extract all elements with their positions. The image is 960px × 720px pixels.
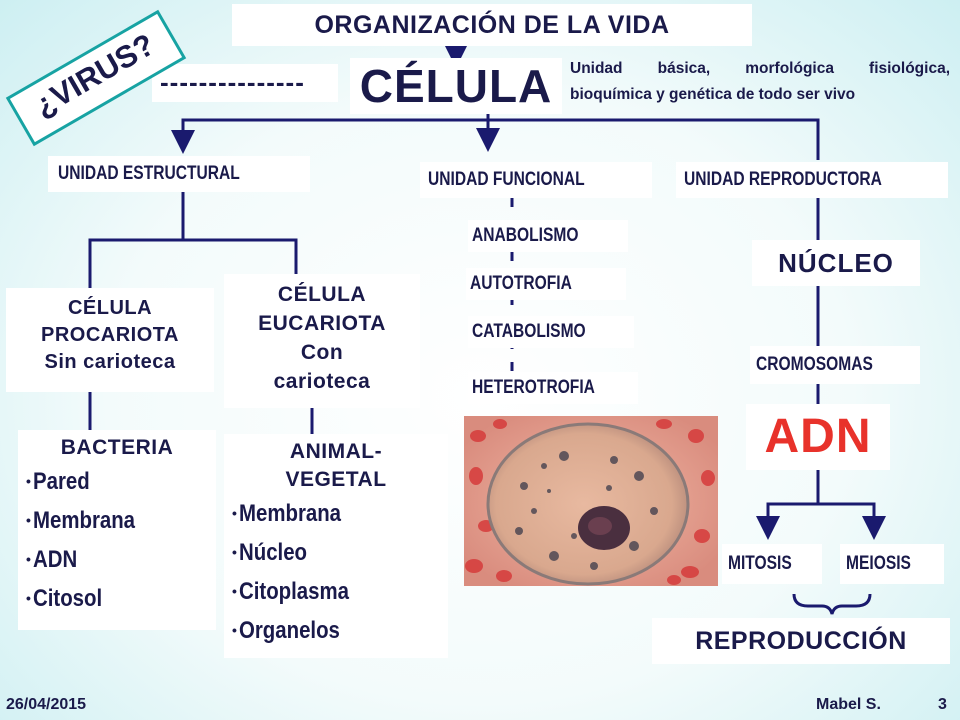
eukaryote-line-3: Con bbox=[300, 341, 344, 364]
bacteria-item-3: ADN bbox=[32, 546, 78, 573]
anabolism-label: ANABOLISMO bbox=[468, 220, 628, 252]
list-item: •Citoplasma bbox=[224, 572, 448, 611]
animal-item-4: Organelos bbox=[238, 617, 340, 644]
structural-unit-text: UNIDAD ESTRUCTURAL bbox=[58, 163, 240, 184]
page-title: ORGANIZACIÓN DE LA VIDA bbox=[232, 4, 752, 46]
animal-header-2: VEGETAL bbox=[285, 468, 387, 491]
list-item: •ADN bbox=[18, 540, 216, 579]
autotrophy-text: AUTOTROFIA bbox=[470, 273, 572, 294]
footer-date: 26/04/2015 bbox=[6, 696, 87, 713]
animal-plant-box: ANIMAL- VEGETAL •Membrana •Núcleo •Citop… bbox=[224, 434, 448, 658]
heterotrophy-label: HETEROTROFIA bbox=[468, 372, 638, 404]
list-item: •Organelos bbox=[224, 611, 448, 650]
list-item: •Membrana bbox=[224, 494, 448, 533]
catabolism-label: CATABOLISMO bbox=[468, 316, 634, 348]
anabolism-text: ANABOLISMO bbox=[472, 225, 579, 246]
dna-label: ADN bbox=[746, 404, 890, 470]
animal-item-2: Núcleo bbox=[238, 539, 307, 566]
nucleus-label: NÚCLEO bbox=[752, 240, 920, 286]
list-item: •Membrana bbox=[18, 501, 216, 540]
prokaryote-line-3: Sin carioteca bbox=[44, 351, 176, 373]
eukaryotic-cell-box: CÉLULA EUCARIOTA Con carioteca bbox=[224, 274, 420, 408]
chromosomes-text: CROMOSOMAS bbox=[756, 354, 873, 375]
cell-definition: Unidad básica, morfológica fisiológica, … bbox=[570, 56, 950, 108]
bacteria-item-1: Pared bbox=[32, 468, 90, 495]
bacteria-item-4: Citosol bbox=[32, 585, 103, 612]
prokaryote-line-2: PROCARIOTA bbox=[41, 324, 179, 346]
prokaryote-line-1: CÉLULA bbox=[67, 297, 153, 319]
eukaryote-line-1: CÉLULA bbox=[277, 283, 367, 306]
mitosis-text: MITOSIS bbox=[728, 553, 792, 574]
animal-item-3: Citoplasma bbox=[238, 578, 349, 605]
list-item: •Pared bbox=[18, 462, 216, 501]
meiosis-text: MEIOSIS bbox=[846, 553, 911, 574]
reproduction-label: REPRODUCCIÓN bbox=[652, 618, 950, 664]
dashes-label: --------------- bbox=[152, 64, 338, 102]
definition-line-1: Unidad básica, morfológica fisiológica, bbox=[570, 60, 950, 77]
animal-item-1: Membrana bbox=[238, 500, 341, 527]
animal-header-1: ANIMAL- bbox=[289, 440, 383, 463]
list-item: •Núcleo bbox=[224, 533, 448, 572]
eukaryote-line-4: carioteca bbox=[273, 370, 371, 393]
mitosis-label: MITOSIS bbox=[722, 544, 822, 584]
bacteria-box: BACTERIA •Pared •Membrana •ADN •Citosol bbox=[18, 430, 216, 630]
autotrophy-label: AUTOTROFIA bbox=[466, 268, 626, 300]
eukaryote-line-2: EUCARIOTA bbox=[258, 312, 386, 335]
chromosomes-label: CROMOSOMAS bbox=[750, 346, 920, 384]
definition-line-2: bioquímica y genética de todo ser vivo bbox=[570, 86, 856, 103]
footer-page-number: 3 bbox=[938, 696, 947, 713]
cell-label: CÉLULA bbox=[350, 58, 562, 114]
functional-unit-label: UNIDAD FUNCIONAL bbox=[420, 162, 652, 198]
catabolism-text: CATABOLISMO bbox=[472, 321, 586, 342]
bacteria-item-2: Membrana bbox=[32, 507, 135, 534]
prokaryotic-cell-box: CÉLULA PROCARIOTA Sin carioteca bbox=[6, 288, 214, 392]
reproductive-unit-label: UNIDAD REPRODUCTORA bbox=[676, 162, 948, 198]
reproductive-unit-text: UNIDAD REPRODUCTORA bbox=[684, 169, 882, 190]
cell-micrograph-image bbox=[464, 416, 718, 586]
list-item: •Citosol bbox=[18, 579, 216, 618]
footer-author: Mabel S. bbox=[816, 696, 881, 713]
functional-unit-text: UNIDAD FUNCIONAL bbox=[428, 169, 585, 190]
heterotrophy-text: HETEROTROFIA bbox=[472, 377, 595, 398]
bacteria-header: BACTERIA bbox=[60, 436, 174, 459]
structural-unit-label: UNIDAD ESTRUCTURAL bbox=[48, 156, 310, 192]
meiosis-label: MEIOSIS bbox=[840, 544, 944, 584]
